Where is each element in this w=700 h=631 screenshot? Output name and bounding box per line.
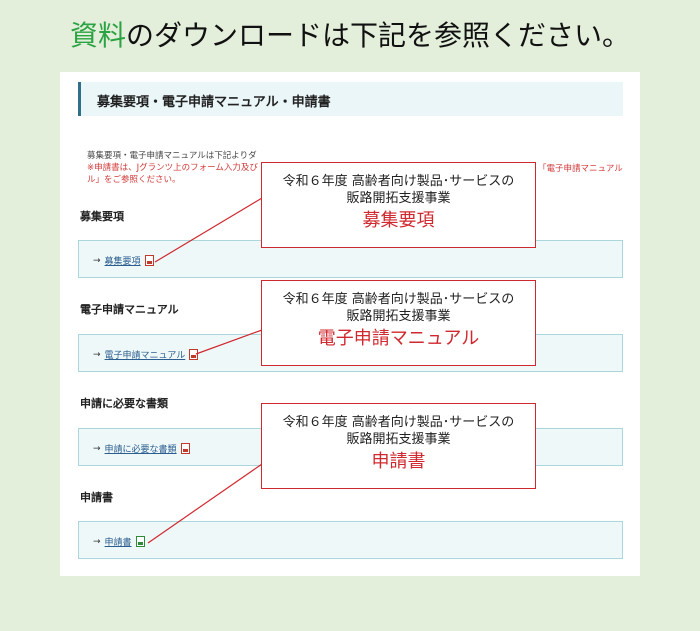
pdf-file-icon[interactable] <box>180 443 190 454</box>
pdf-file-icon[interactable] <box>144 255 154 266</box>
intro-line-2: ※申請書は、Jグランツ上のフォーム入力及び <box>87 163 258 173</box>
download-link-manual[interactable]: → 電子申請マニュアル <box>93 348 199 361</box>
category-title-required-docs: 申請に必要な書類 <box>80 397 168 410</box>
download-link-application[interactable]: → 申請書 <box>93 535 145 548</box>
link-text[interactable]: 募集要項 <box>104 257 141 267</box>
intro-right-fragment: 「電子申請マニュアル <box>538 164 623 174</box>
callout-line-2: 販路開拓支援事業 <box>346 191 451 206</box>
callout-line-1: 令和６年度 高齢者向け製品･サービスの <box>282 415 515 430</box>
download-link-guidelines[interactable]: → 募集要項 <box>93 254 154 267</box>
link-text[interactable]: 電子申請マニュアル <box>104 351 186 361</box>
category-title-manual: 電子申請マニュアル <box>80 303 179 316</box>
download-link-required-docs[interactable]: → 申請に必要な書類 <box>93 442 190 455</box>
intro-text: 募集要項・電子申請マニュアルは下記よりダ ※申請書は、Jグランツ上のフォーム入力… <box>87 150 617 186</box>
callout-line-1: 令和６年度 高齢者向け製品･サービスの <box>282 174 515 189</box>
page-headline: 資料のダウンロードは下記を参照ください。 <box>0 14 700 54</box>
arrow: → <box>93 255 101 266</box>
headline-accent: 資料 <box>69 19 126 52</box>
intro-line-3: ル」をご参照ください。 <box>87 175 181 185</box>
callout-label: 申請書 <box>371 451 426 472</box>
callout-manual: 令和６年度 高齢者向け製品･サービスの 販路開拓支援事業 電子申請マニュアル <box>261 280 536 366</box>
callout-line-2: 販路開拓支援事業 <box>346 432 451 447</box>
section-header: 募集要項・電子申請マニュアル・申請書 <box>78 82 623 116</box>
callout-label: 募集要項 <box>362 210 435 231</box>
callout-line-1: 令和６年度 高齢者向け製品･サービスの <box>282 292 515 307</box>
arrow: → <box>93 349 101 360</box>
callout-label: 電子申請マニュアル <box>317 328 480 349</box>
category-title-guidelines: 募集要項 <box>80 210 124 223</box>
link-text[interactable]: 申請に必要な書類 <box>104 445 177 455</box>
excel-file-icon[interactable] <box>135 536 145 547</box>
category-title-application: 申請書 <box>80 491 113 504</box>
section-title: 募集要項・電子申請マニュアル・申請書 <box>97 95 331 110</box>
pdf-file-icon[interactable] <box>189 349 199 360</box>
arrow: → <box>93 443 101 454</box>
arrow: → <box>93 536 101 547</box>
headline-text: のダウンロードは下記を参照ください。 <box>126 19 631 52</box>
callout-application: 令和６年度 高齢者向け製品･サービスの 販路開拓支援事業 申請書 <box>261 403 536 489</box>
link-text[interactable]: 申請書 <box>104 538 132 548</box>
callout-guidelines: 令和６年度 高齢者向け製品･サービスの 販路開拓支援事業 募集要項 <box>261 162 536 248</box>
callout-line-2: 販路開拓支援事業 <box>346 309 451 324</box>
link-box-application: → 申請書 <box>78 521 623 559</box>
intro-line-1: 募集要項・電子申請マニュアルは下記よりダ <box>87 151 257 161</box>
